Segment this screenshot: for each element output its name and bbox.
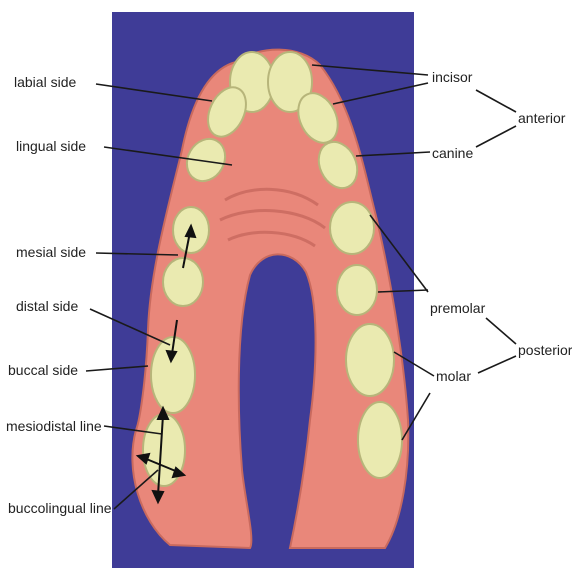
label-labial-side: labial side: [14, 74, 76, 90]
label-lingual-side: lingual side: [16, 138, 86, 154]
label-mesiodistal-line: mesiodistal line: [6, 418, 102, 434]
label-canine: canine: [432, 145, 473, 161]
label-anterior: anterior: [518, 110, 565, 126]
leader-anterior-2: [476, 126, 516, 147]
label-buccal-side: buccal side: [8, 362, 78, 378]
leader-anterior-1: [476, 90, 516, 112]
label-premolar: premolar: [430, 300, 485, 316]
tooth-right-molar-2: [358, 402, 402, 478]
label-distal-side: distal side: [16, 298, 78, 314]
leader-posterior-1: [486, 318, 516, 344]
leader-posterior-2: [478, 356, 516, 373]
label-mesial-side: mesial side: [16, 244, 86, 260]
tooth-right-molar-1: [346, 324, 394, 396]
tooth-right-premolar-2: [337, 265, 377, 315]
label-posterior: posterior: [518, 342, 572, 358]
label-buccolingual-line: buccolingual line: [8, 500, 112, 516]
label-molar: molar: [436, 368, 471, 384]
label-incisor: incisor: [432, 69, 472, 85]
tooth-right-premolar-1: [330, 202, 374, 254]
